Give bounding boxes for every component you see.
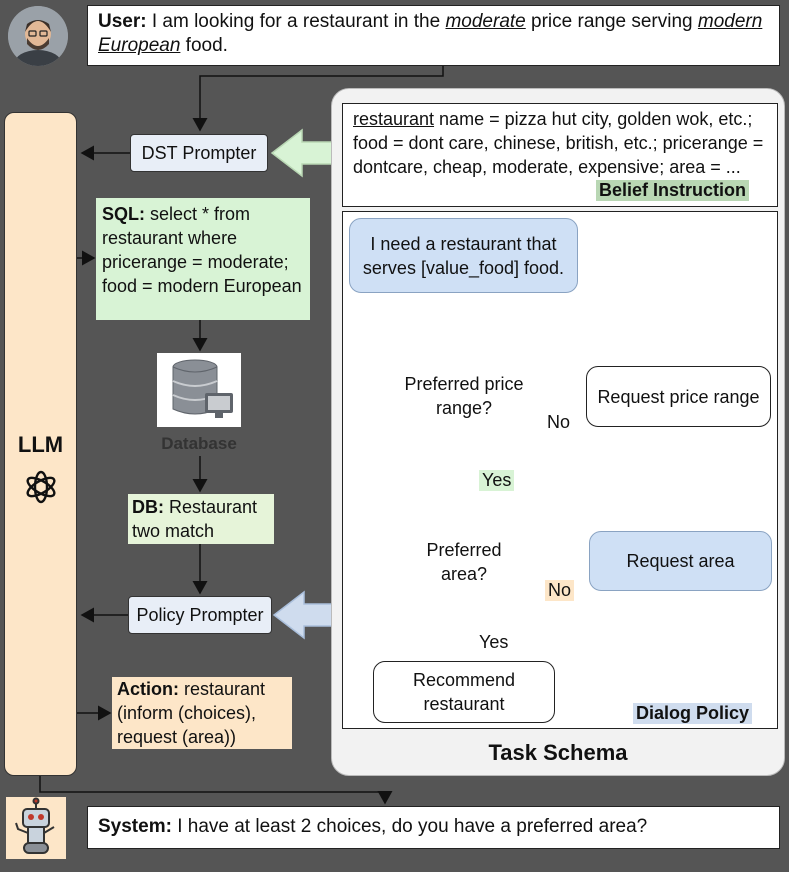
recommend-restaurant-node: Recommend restaurant bbox=[373, 661, 555, 723]
request-price-range-node: Request price range bbox=[586, 366, 771, 427]
no-label-2: No bbox=[545, 580, 575, 601]
decision-area: Preferred area? bbox=[426, 540, 502, 584]
dialog-policy-tag: Dialog Policy bbox=[633, 703, 753, 724]
llm-to-system-line bbox=[39, 776, 393, 805]
llm-label: LLM bbox=[17, 432, 64, 457]
start-node: I need a restaurant that serves [value_f… bbox=[349, 218, 578, 293]
yes-label-2: Yes bbox=[479, 632, 509, 652]
user-utterance: User: I am looking for a restaurant in t… bbox=[87, 5, 780, 66]
database-label: Database bbox=[161, 434, 237, 453]
policy-prompter: Policy Prompter bbox=[128, 596, 272, 634]
sql-query: SQL: select * from restaurant where pric… bbox=[96, 198, 310, 320]
moderate-slot: moderate bbox=[445, 11, 526, 32]
dialog-policy-box bbox=[342, 211, 778, 729]
no-label-1: No bbox=[547, 412, 571, 432]
request-area-node: Request area bbox=[589, 531, 772, 591]
db-result: DB: Restaurant two match bbox=[128, 494, 274, 544]
task-schema-title: Task Schema bbox=[488, 740, 628, 765]
belief-instruction-tag: Belief Instruction bbox=[596, 180, 750, 201]
belief-instruction-box: restaurant name = pizza hut city, golden… bbox=[342, 103, 778, 207]
database-icon bbox=[157, 353, 241, 427]
system-utterance: System: I have at least 2 choices, do yo… bbox=[87, 806, 780, 849]
llm-block bbox=[4, 112, 77, 776]
decision-price-range: Preferred price range? bbox=[404, 374, 524, 418]
user-avatar bbox=[8, 6, 68, 66]
action-output: Action: restaurant (inform (choices), re… bbox=[112, 677, 292, 749]
robot-icon bbox=[6, 797, 66, 859]
yes-label-1: Yes bbox=[479, 470, 515, 491]
dst-prompter: DST Prompter bbox=[130, 134, 268, 172]
food-slot: modern European bbox=[98, 11, 763, 56]
openai-logo-icon bbox=[22, 468, 60, 506]
